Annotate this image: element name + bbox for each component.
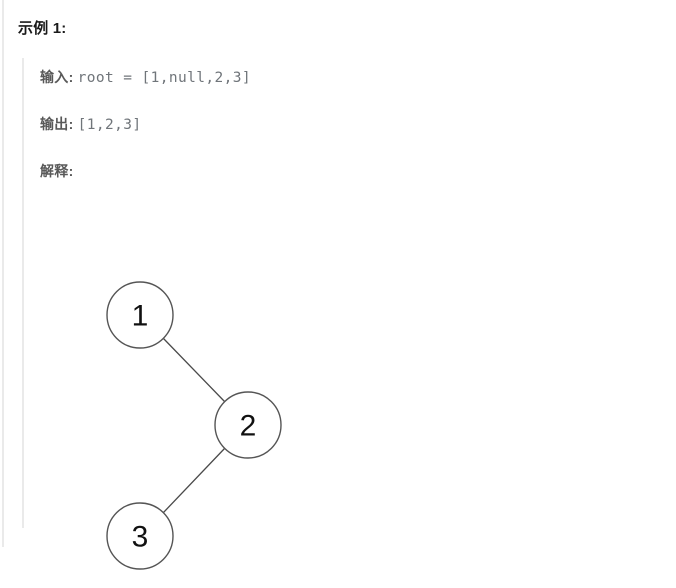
output-label: 输出: (40, 116, 74, 132)
input-label: 输入: (40, 69, 74, 85)
node-label-2: 2 (240, 410, 257, 443)
input-value: root = [1,null,2,3] (77, 70, 252, 86)
output-row: 输出:[1,2,3] (40, 117, 141, 133)
output-value: [1,2,3] (77, 117, 142, 133)
tree-node-3: 3 (106, 502, 174, 570)
node-label-1: 1 (132, 300, 149, 333)
tree-node-1: 1 (106, 281, 174, 349)
binary-tree-diagram: 1 2 3 (79, 208, 339, 570)
explanation-label: 解释: (40, 163, 74, 179)
page-left-rule (2, 0, 4, 547)
edge-2-to-3 (162, 447, 226, 514)
page-title: 示例 1: (18, 20, 67, 37)
explanation-row: 解释: (40, 164, 74, 180)
node-label-3: 3 (132, 521, 149, 554)
edge-1-to-2 (162, 337, 226, 403)
node-circle-1 (106, 281, 174, 349)
example-block: 输入:root = [1,null,2,3] 输出:[1,2,3] 解释: 1 … (22, 58, 662, 570)
node-circle-2 (214, 391, 282, 459)
tree-edges (162, 337, 226, 514)
tree-node-2: 2 (214, 391, 282, 459)
input-row: 输入:root = [1,null,2,3] (40, 70, 251, 86)
